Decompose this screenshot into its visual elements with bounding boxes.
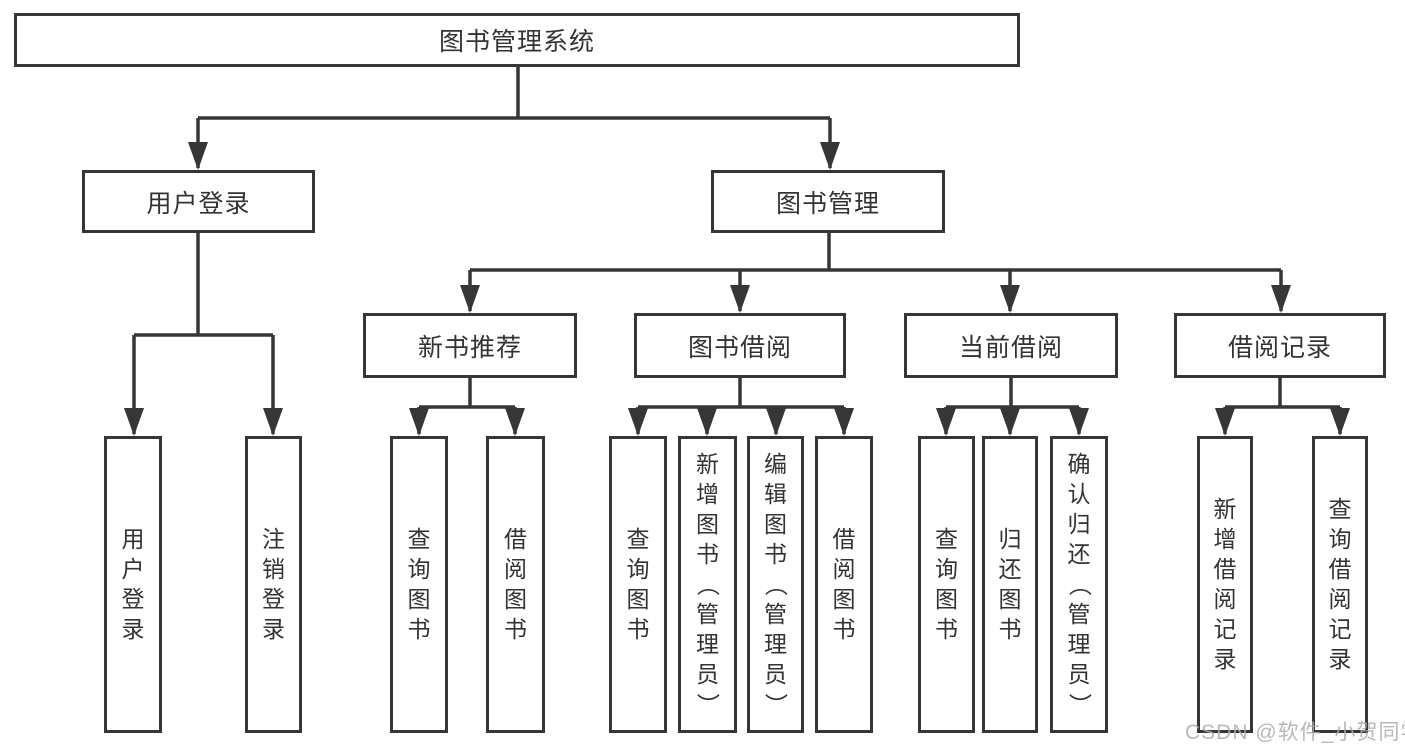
leaf-edit-books-admin-label: 编辑图书（管理员）: [763, 451, 789, 717]
leaf-query-borrow-record-label: 查询借阅记录: [1328, 496, 1352, 672]
leaf-return-books: 归还图书: [982, 436, 1038, 733]
leaf-query-books-borrow-label: 查询图书: [626, 526, 650, 642]
leaf-logout-login: 注销登录: [245, 436, 302, 733]
leaf-confirm-return-admin: 确认归还（管理员）: [1050, 436, 1108, 733]
node-root-label: 图书管理系统: [438, 28, 595, 56]
node-current-borrow: 当前借阅: [904, 313, 1118, 378]
node-user-login-label: 用户登录: [146, 189, 251, 218]
leaf-logout-login-label: 注销登录: [262, 526, 285, 642]
leaf-query-books-current: 查询图书: [918, 436, 975, 733]
node-borrow-records-label: 借阅记录: [1227, 333, 1332, 362]
node-current-borrow-label: 当前借阅: [958, 333, 1063, 362]
leaf-add-borrow-record: 新增借阅记录: [1197, 436, 1253, 733]
leaf-edit-books-admin: 编辑图书（管理员）: [747, 436, 804, 733]
node-book-management-label: 图书管理: [775, 189, 880, 218]
leaf-query-borrow-record: 查询借阅记录: [1312, 436, 1368, 733]
node-root-system: 图书管理系统: [14, 13, 1020, 67]
leaf-query-books-recommend-label: 查询图书: [407, 526, 431, 642]
leaf-add-books-admin-label: 新增图书（管理员）: [695, 451, 721, 717]
node-book-borrow: 图书借阅: [634, 313, 846, 378]
leaf-borrow-books: 借阅图书: [815, 436, 873, 733]
leaf-user-login-label: 用户登录: [121, 526, 145, 642]
leaf-confirm-return-admin-label: 确认归还（管理员）: [1066, 451, 1093, 717]
leaf-borrow-books-label: 借阅图书: [832, 526, 856, 642]
leaf-query-books-current-label: 查询图书: [935, 526, 958, 642]
leaf-user-login: 用户登录: [104, 436, 162, 733]
leaf-query-books-borrow: 查询图书: [609, 436, 667, 733]
leaf-borrow-books-recommend-label: 借阅图书: [504, 526, 527, 642]
leaf-borrow-books-recommend: 借阅图书: [486, 436, 545, 733]
node-new-book-recommend: 新书推荐: [363, 313, 577, 378]
node-book-management: 图书管理: [711, 170, 945, 233]
node-new-book-recommend-label: 新书推荐: [417, 333, 522, 362]
leaf-add-books-admin: 新增图书（管理员）: [678, 436, 737, 733]
leaf-query-books-recommend: 查询图书: [390, 436, 448, 733]
node-book-borrow-label: 图书借阅: [687, 333, 792, 362]
node-user-login: 用户登录: [82, 170, 315, 233]
leaf-return-books-label: 归还图书: [998, 526, 1022, 642]
csdn-watermark: CSDN @软件_小贺同学: [1185, 721, 1405, 744]
leaf-add-borrow-record-label: 新增借阅记录: [1213, 496, 1237, 672]
node-borrow-records: 借阅记录: [1174, 313, 1386, 378]
